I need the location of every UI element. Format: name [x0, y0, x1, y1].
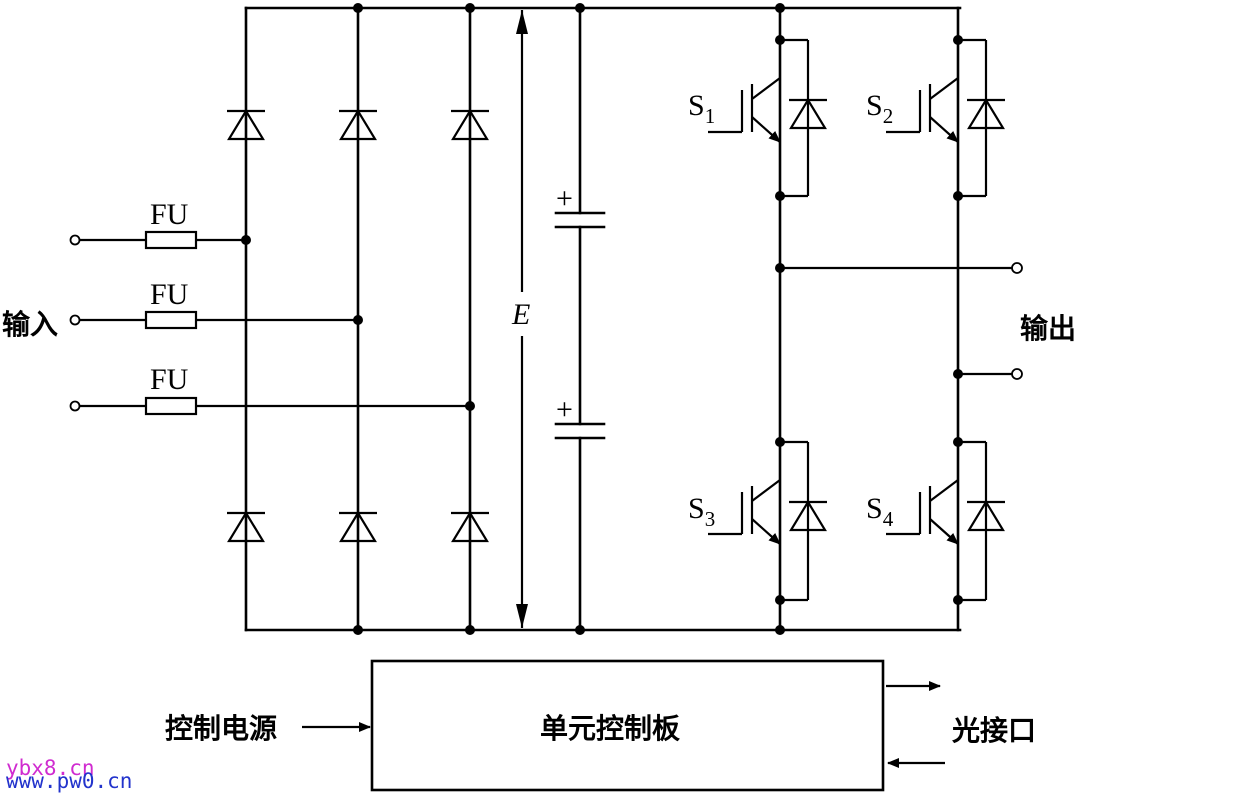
switch-label-s4: S4 [866, 492, 894, 531]
watermark-line-2: www.pw0.cn [6, 769, 132, 793]
fuse-label-3: FU [150, 363, 189, 396]
input-terminal-3 [69, 400, 81, 412]
output-label: 输出 [1020, 312, 1076, 345]
igbt-s1 [708, 35, 829, 201]
output-lines: 输出 [775, 262, 1076, 380]
switch-label-s2: S2 [866, 89, 893, 128]
fuse-1 [144, 230, 198, 250]
fuse-2 [144, 310, 198, 330]
igbt-s2 [886, 35, 1007, 201]
igbt-s4 [886, 437, 1007, 605]
input-lines: FU FU FU 输入 [2, 198, 475, 416]
optical-port-label: 光接口 [951, 714, 1036, 747]
control-power-label: 控制电源 [165, 712, 277, 745]
capacitor-2-polarity: + [556, 393, 573, 426]
igbt-s3 [708, 437, 829, 605]
control-section: 单元控制板 控制电源 光接口 [165, 659, 1036, 792]
output-terminal-2 [1011, 368, 1023, 380]
watermark: ybx8.cn www.pw0.cn [6, 756, 132, 793]
output-terminal-1 [1011, 262, 1023, 274]
dc-voltage-label: E [511, 298, 530, 331]
h-bridge-inverter: S1 S2 S3 S4 [688, 3, 1007, 635]
dc-bus [244, 6, 962, 632]
control-board-label: 单元控制板 [540, 712, 680, 745]
fuse-3 [144, 396, 198, 416]
input-terminal-1 [69, 234, 81, 246]
dc-voltage-indicator: E [511, 10, 530, 628]
input-terminal-2 [69, 314, 81, 326]
input-label: 输入 [2, 308, 58, 341]
unit-control-board [370, 659, 885, 792]
dc-link-capacitors: + + [554, 3, 606, 635]
switch-label-s3: S3 [688, 492, 715, 531]
capacitor-1-polarity: + [556, 182, 573, 215]
watermark-line-1: ybx8.cn [6, 756, 95, 780]
fuse-label-2: FU [150, 278, 189, 311]
switch-label-s1: S1 [688, 89, 715, 128]
fuse-label-1: FU [150, 198, 189, 231]
